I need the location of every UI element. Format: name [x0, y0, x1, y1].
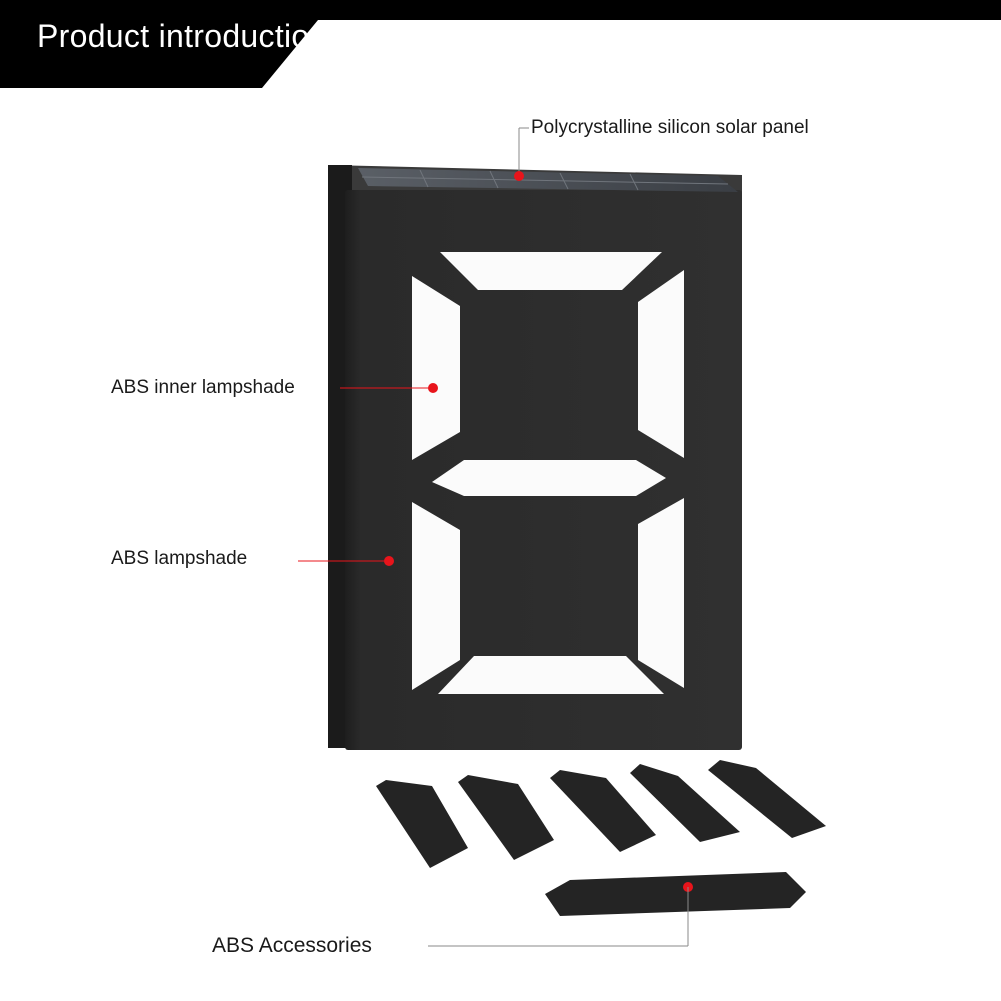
accessory-piece-3 [550, 770, 656, 852]
label-accessories: ABS Accessories [212, 934, 372, 957]
solar-panel [358, 168, 738, 192]
label-solar-panel: Polycrystalline silicon solar panel [531, 117, 809, 138]
label-inner-lampshade: ABS inner lampshade [111, 377, 295, 398]
segment-middle [432, 460, 666, 496]
segment-lower-right [638, 498, 684, 688]
accessory-long-piece [545, 872, 806, 916]
segment-upper-left [412, 276, 460, 460]
label-lampshade: ABS lampshade [111, 548, 248, 569]
header-background [0, 0, 1001, 88]
segment-lower-left [412, 502, 460, 690]
segment-bottom [438, 656, 664, 694]
callout-dot-shade [384, 556, 394, 566]
accessory-piece-1 [376, 780, 468, 868]
segment-upper-right [638, 270, 684, 458]
header-title-overlap [265, 36, 1001, 90]
callout-dot-inner [428, 383, 438, 393]
page-title: Product introduction [37, 18, 328, 54]
accessory-piece-2 [458, 775, 554, 860]
callout-dot-solar [514, 171, 524, 181]
accessory-piece-4 [630, 764, 740, 842]
accessory-piece-5 [708, 760, 826, 838]
accessory-pieces [376, 760, 826, 916]
header-band [0, 0, 1001, 90]
lampshade-segments [412, 252, 684, 694]
callouts [298, 127, 693, 947]
segment-top [440, 252, 662, 290]
